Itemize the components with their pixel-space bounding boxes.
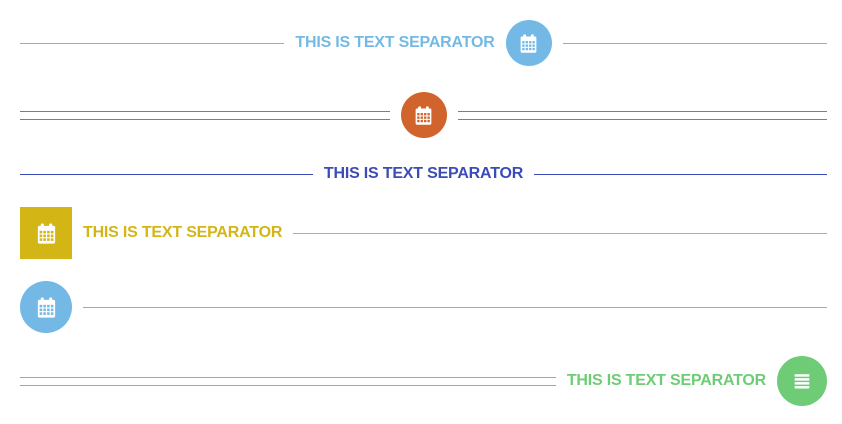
separator-label: THIS IS TEXT SEPARATOR (295, 34, 495, 51)
separator-label: THIS IS TEXT SEPARATOR (83, 224, 283, 241)
text-separator: THIS IS TEXT SEPARATOR (20, 20, 827, 66)
calendar-icon (20, 281, 72, 333)
text-separator (20, 92, 827, 138)
list-icon (777, 356, 827, 406)
text-separator: THIS IS TEXT SEPARATOR (20, 163, 827, 185)
separator-label: THIS IS TEXT SEPARATOR (566, 372, 766, 389)
calendar-icon (505, 20, 552, 66)
text-separator: THIS IS TEXT SEPARATOR (20, 207, 827, 259)
separator-label: THIS IS TEXT SEPARATOR (323, 165, 524, 182)
separator-showcase-page: THIS IS TEXT SEPARATOR (20, 20, 827, 406)
calendar-icon (400, 92, 447, 138)
text-separator (20, 281, 827, 333)
calendar-icon (20, 207, 72, 259)
separator-line (562, 42, 827, 44)
separator-line (20, 110, 390, 120)
separator-line (20, 42, 285, 44)
text-separator: THIS IS TEXT SEPARATOR (20, 356, 827, 406)
separator-line (457, 110, 827, 120)
separator-line (83, 306, 827, 308)
separator-line (20, 376, 556, 386)
separator-line (20, 173, 313, 175)
separator-line (293, 232, 827, 234)
separator-line (534, 173, 827, 175)
